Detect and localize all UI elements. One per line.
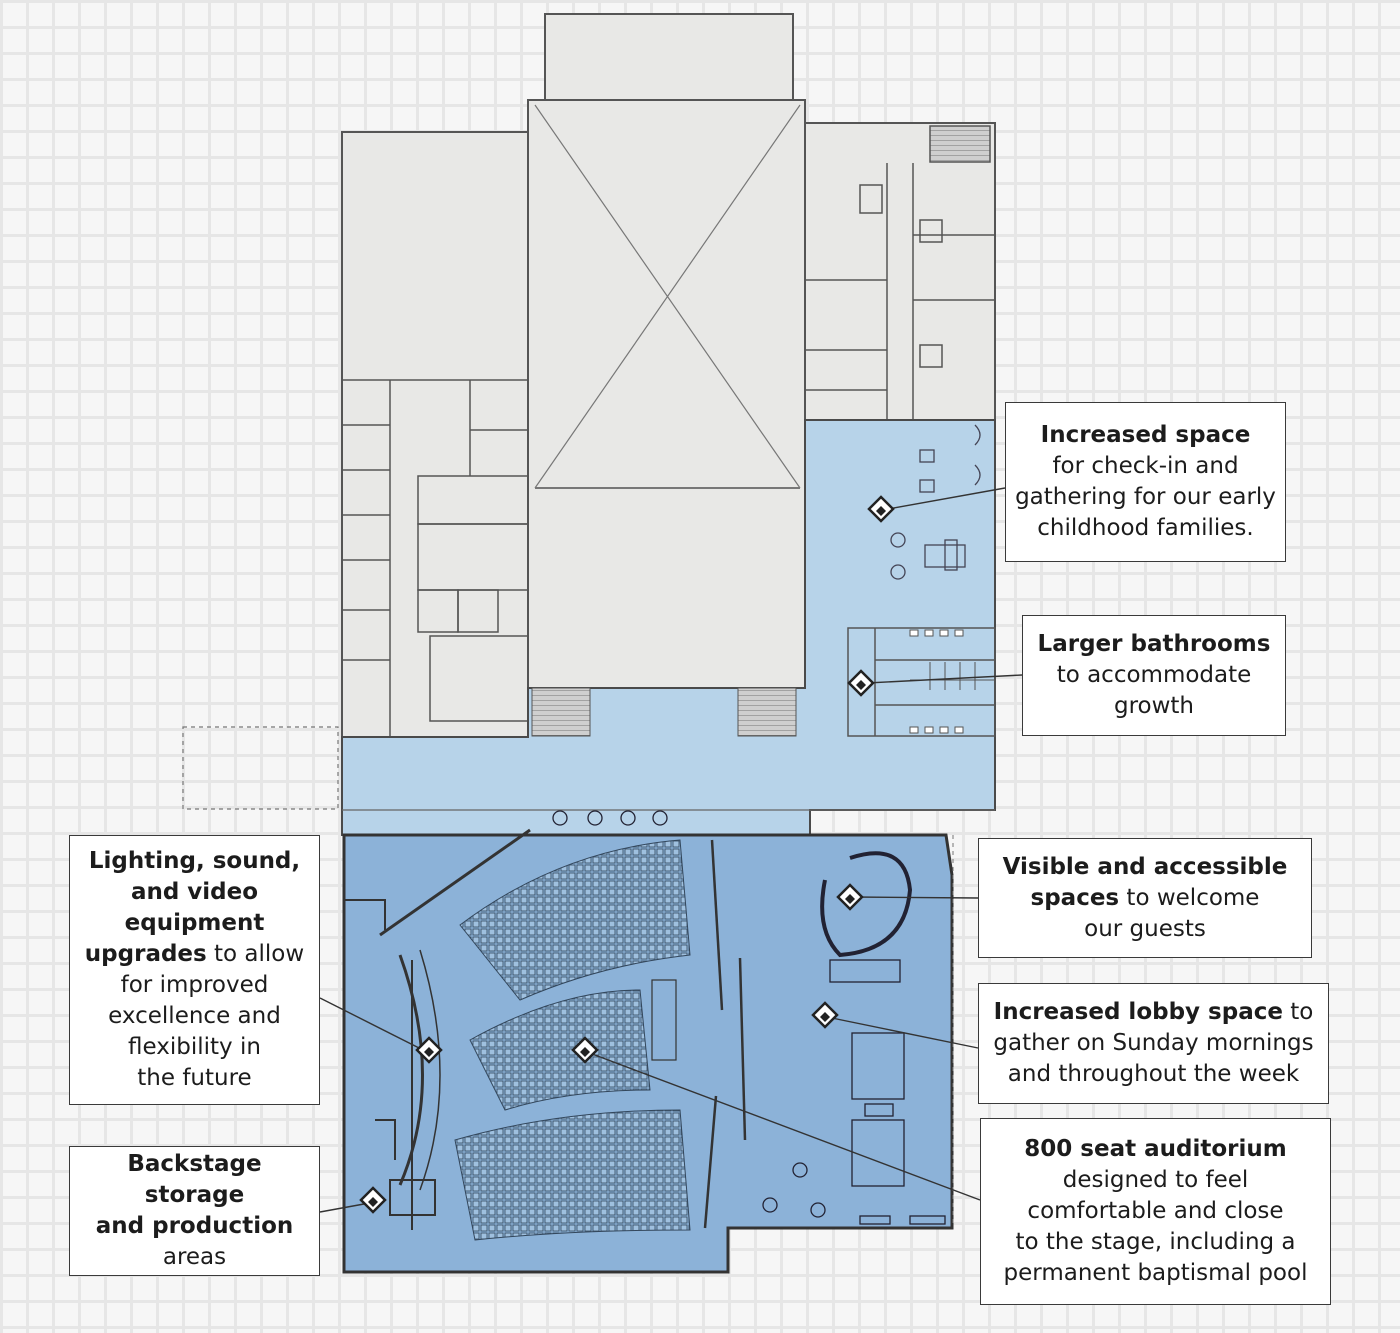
callout-backstage-line1: areas [162,1244,227,1270]
marker-lighting [415,1036,443,1064]
callout-bathrooms-title: Larger bathrooms [1037,631,1271,657]
leader-lines [319,487,1023,1213]
callout-lighting: Lighting, sound, and video equipment upg… [69,835,320,1105]
callout-backstage: Backstage storage and production areas [69,1146,320,1276]
west-service [344,899,436,1230]
callout-visible-bold2: spaces [1030,884,1120,911]
existing-building [341,13,996,738]
callout-lighting-line4: the future [137,1065,252,1091]
callout-checkin: Increased space for check-in and gatheri… [1005,402,1286,562]
marker-checkin [867,495,895,523]
callout-lobby: Increased lobby space to gather on Sunda… [978,983,1329,1104]
callout-backstage-bold2: and production [95,1213,294,1239]
callout-backstage-bold1: Backstage storage [127,1151,262,1208]
callout-lighting-line3: flexibility in [128,1034,261,1060]
callout-lobby-line1: gather on Sunday mornings [993,1030,1314,1056]
callout-auditorium-line4: permanent baptismal pool [1003,1260,1308,1286]
markers [359,495,895,1214]
callout-bathrooms-line2: growth [1113,693,1195,719]
callout-visible: Visible and accessible spaces to welcome… [978,838,1312,958]
callout-lighting-bold3: equipment [124,910,265,936]
checkin-furniture [890,424,981,580]
callout-auditorium-line1: designed to feel [1062,1167,1249,1193]
marker-bathrooms [847,669,875,697]
callout-visible-bold1: Visible and accessible [1002,853,1288,880]
callout-bathrooms: Larger bathrooms to accommodate growth [1022,615,1286,736]
callout-lighting-bold4: upgrades [84,941,207,967]
lobby-furniture [552,810,946,1225]
callout-lighting-line1: for improved [120,972,269,998]
callout-auditorium-line2: comfortable and close [1027,1198,1284,1224]
callout-bathrooms-line1: to accommodate [1056,662,1252,688]
callout-visible-tail2: to welcome [1119,884,1260,911]
callout-lighting-bold1: Lighting, sound, [88,848,301,874]
callout-visible-line1: our guests [1084,915,1206,942]
marker-visible [836,883,864,911]
callout-auditorium-line3: to the stage, including a [1015,1229,1296,1255]
callout-lobby-tail1: to [1282,999,1314,1025]
callout-checkin-line1: for check-in and [1052,453,1239,479]
callout-checkin-line3: childhood families. [1037,515,1254,541]
callout-lighting-line2: excellence and [108,1003,281,1029]
auditorium [379,828,747,1241]
west-rooms [342,379,529,737]
bathrooms [847,627,996,737]
callout-lobby-title: Increased lobby space [993,999,1283,1025]
callout-checkin-title: Increased space [1040,422,1251,448]
callout-auditorium: 800 seat auditorium designed to feel com… [980,1118,1331,1305]
callout-lighting-tail4: to allow [206,941,305,967]
gymnasium-cross [534,104,801,489]
east-rooms [805,125,995,420]
marker-auditorium [571,1036,599,1064]
callout-lighting-bold2: and video [130,879,259,905]
marker-lobby [811,1001,839,1029]
callout-checkin-line2: gathering for our early [1015,484,1276,510]
marker-backstage [359,1186,387,1214]
callout-auditorium-title: 800 seat auditorium [1024,1136,1287,1162]
annex-outline [182,726,339,810]
callout-lobby-line2: and throughout the week [1007,1061,1300,1087]
